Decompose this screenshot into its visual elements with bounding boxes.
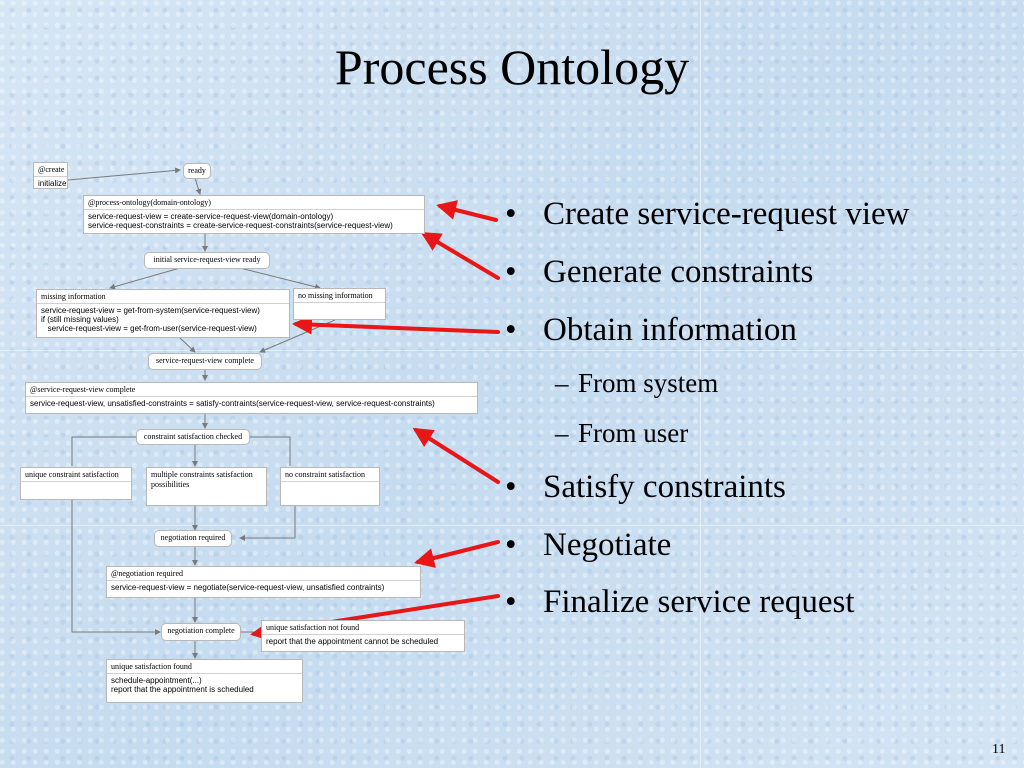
background-line [0, 350, 1024, 351]
connector [179, 337, 196, 353]
ready-state: ready [183, 163, 211, 179]
negotiate-header: @negotiation required [107, 567, 420, 581]
missing-information-header: missing information [37, 290, 289, 304]
unique-constraint-box: unique constraint satisfaction [20, 467, 132, 500]
multiple-constraints-box: multiple constraints satisfaction possib… [146, 467, 267, 506]
bullet-item: • Satisfy constraints [505, 469, 786, 506]
unique-constraint-header: unique constraint satisfaction [21, 468, 131, 482]
sub-bullet-item: –From user [555, 418, 688, 449]
bullet-marker: • [505, 196, 517, 232]
bullet-text: Generate constraints [543, 254, 814, 290]
bullet-text: Finalize service request [543, 584, 855, 620]
create-box: @create initialize [33, 162, 68, 189]
found-body: schedule-appointment(...) report that th… [111, 676, 254, 694]
bullet-marker: • [505, 527, 517, 563]
create-box-header: @create [34, 163, 67, 177]
process-ontology-box: @process-ontology(domain-ontology) servi… [83, 195, 425, 234]
satisfy-constraints-body: service-request-view, unsatisfied-constr… [30, 399, 435, 408]
multiple-constraints-header: multiple constraints satisfaction possib… [151, 470, 253, 489]
missing-information-box: missing information service-request-view… [36, 289, 290, 338]
red-arrow [436, 200, 498, 222]
found-header: unique satisfaction found [107, 660, 302, 674]
no-missing-information-header: no missing information [294, 289, 385, 303]
negotiation-required-state: negotiation required [154, 530, 232, 547]
connector [67, 167, 181, 181]
negotiation-complete-state: negotiation complete [161, 623, 241, 641]
no-missing-information-body [294, 303, 385, 307]
bullet-item: • Finalize service request [505, 584, 855, 621]
red-arrow [292, 314, 500, 335]
connector [71, 436, 150, 466]
bullet-item: • Create service-request view [505, 196, 909, 233]
constraint-checked-state: constraint satisfaction checked [136, 429, 250, 445]
not-found-body: report that the appointment cannot be sc… [266, 637, 439, 646]
no-constraint-header: no constraint satisfaction [281, 468, 379, 482]
sub-bullet-text: From system [578, 368, 719, 398]
sub-bullet-marker: – [555, 368, 569, 398]
bullet-text: Satisfy constraints [543, 469, 786, 505]
negotiate-box: @negotiation required service-request-vi… [106, 566, 421, 598]
bullet-marker: • [505, 254, 517, 290]
negotiate-body: service-request-view = negotiate(service… [111, 583, 385, 592]
background-line [700, 0, 701, 768]
sub-bullet-text: From user [578, 418, 689, 448]
bullet-text: Obtain information [543, 312, 797, 348]
connector [194, 177, 202, 195]
red-arrow [420, 231, 500, 280]
found-box: unique satisfaction found schedule-appoi… [106, 659, 303, 703]
connector [239, 267, 321, 290]
bullet-text: Negotiate [543, 527, 672, 563]
multiple-constraints-body [147, 491, 266, 495]
no-constraint-box: no constraint satisfaction [280, 467, 380, 506]
red-arrow [412, 427, 500, 484]
bullet-text: Create service-request view [543, 196, 910, 232]
bullet-marker: • [505, 469, 517, 505]
process-ontology-body: service-request-view = create-service-re… [88, 212, 393, 230]
create-box-body: initialize [38, 179, 67, 188]
bullet-item: • Negotiate [505, 527, 671, 564]
bullet-marker: • [505, 312, 517, 348]
sub-bullet-item: –From system [555, 368, 718, 399]
no-missing-information-box: no missing information [293, 288, 386, 320]
sub-bullet-marker: – [555, 418, 569, 448]
bullet-item: • Generate constraints [505, 254, 813, 291]
connector [109, 267, 181, 290]
background-line [0, 525, 1024, 526]
slide-title: Process Ontology [334, 39, 690, 95]
satisfy-constraints-header: @service-request-view complete [26, 383, 477, 397]
bullet-item: • Obtain information [505, 312, 797, 349]
satisfy-constraints-box: @service-request-view complete service-r… [25, 382, 478, 414]
bullet-marker: • [505, 584, 517, 620]
process-ontology-header: @process-ontology(domain-ontology) [84, 196, 424, 210]
unique-constraint-body [21, 482, 131, 486]
not-found-box: unique satisfaction not found report tha… [261, 620, 465, 652]
not-found-header: unique satisfaction not found [262, 621, 464, 635]
connector [71, 500, 161, 635]
initial-view-ready-state: initial service-request-view ready [144, 252, 270, 269]
view-complete-state: service-request-view complete [148, 353, 262, 370]
missing-information-body: service-request-view = get-from-system(s… [41, 306, 260, 333]
red-arrow [414, 540, 500, 568]
connector [240, 436, 291, 466]
connector [239, 506, 296, 541]
page-number: 11 [992, 742, 1006, 757]
no-constraint-body [281, 482, 379, 486]
